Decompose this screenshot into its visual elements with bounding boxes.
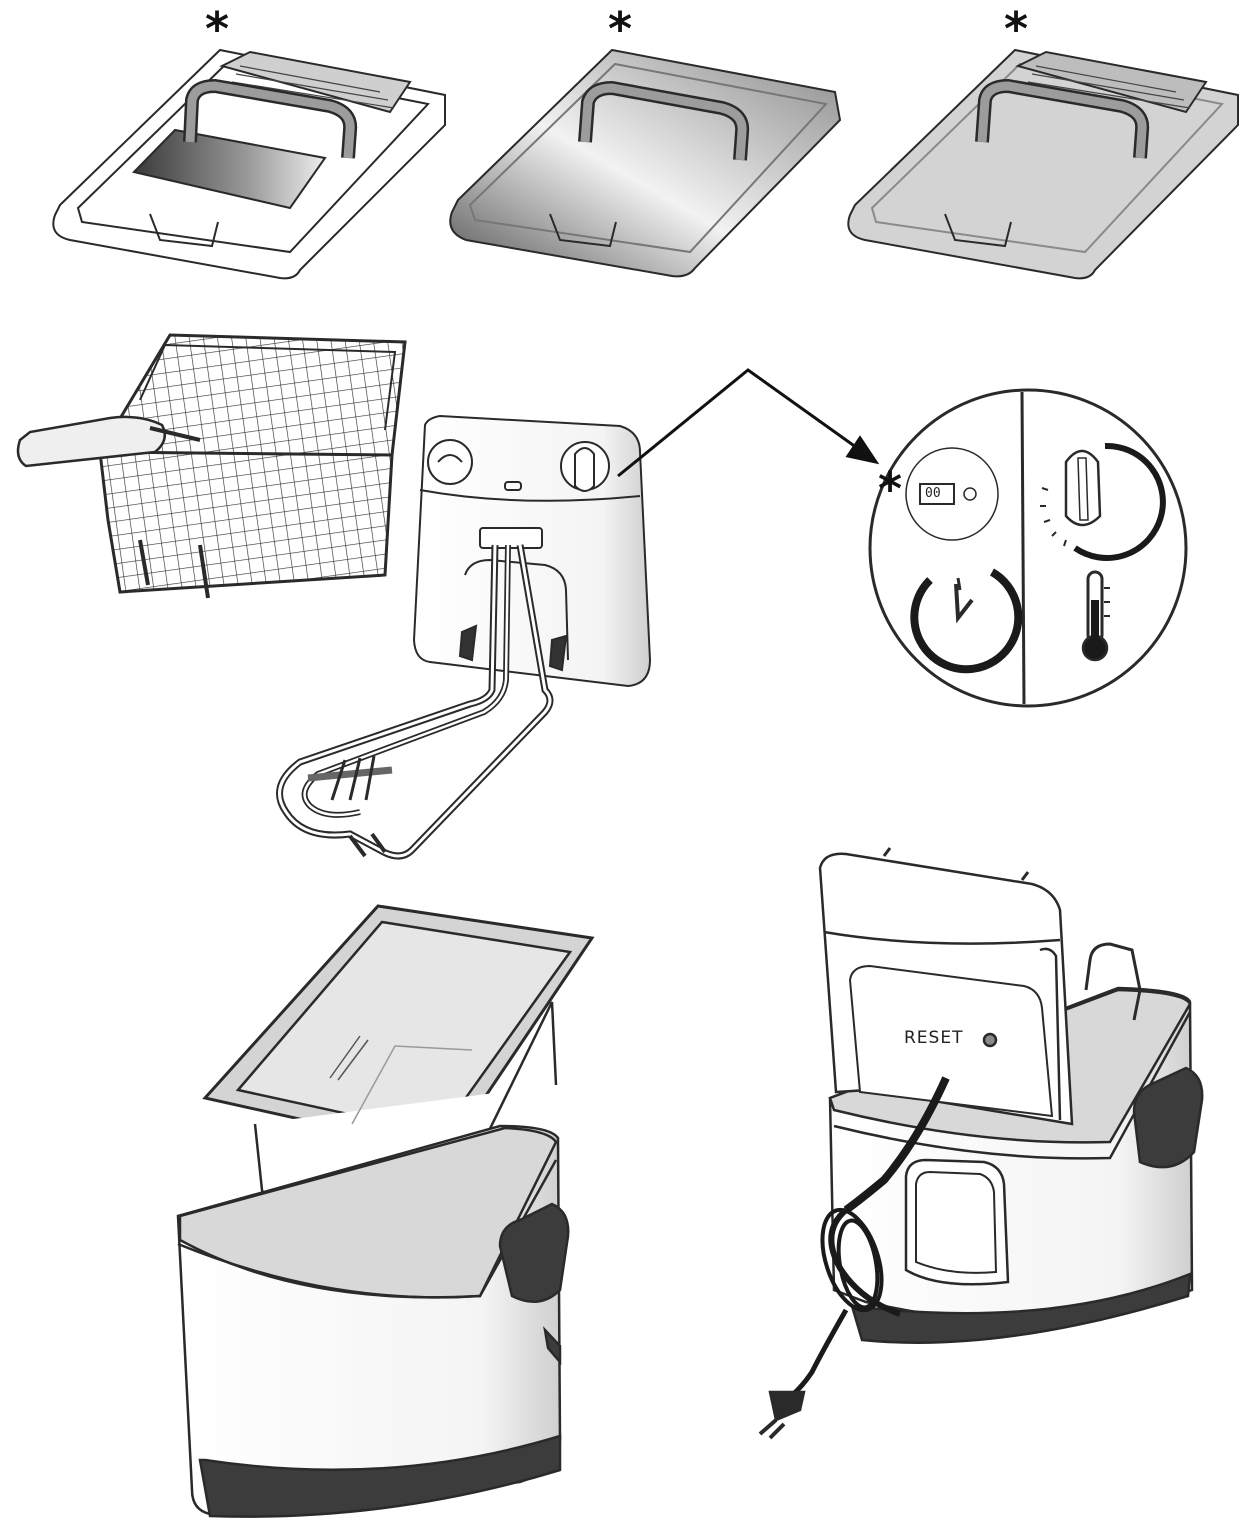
frying-basket	[18, 335, 405, 598]
removable-bowl	[205, 906, 592, 1228]
fryer-body	[178, 1126, 568, 1517]
control-unit	[280, 416, 650, 856]
thermostat-dial	[1040, 446, 1163, 558]
optional-marker-lid-window: *	[205, 2, 230, 56]
optional-marker-timer: *	[878, 462, 903, 516]
optional-marker-lid-filter: *	[1004, 2, 1029, 56]
power-cord	[760, 1078, 946, 1438]
callout-arrow	[618, 370, 876, 476]
thermometer-icon	[1083, 572, 1110, 660]
optional-marker-lid-solid: *	[608, 2, 633, 56]
control-panel-detail	[870, 390, 1186, 706]
reset-label: RESET	[904, 1028, 964, 1048]
lid-solid	[450, 50, 840, 276]
timer-display-digits: 00	[925, 486, 941, 501]
assembled-fryer-rear	[760, 848, 1202, 1438]
reset-button	[984, 1034, 996, 1046]
timer-display	[906, 448, 998, 540]
timer-icon	[914, 572, 1018, 669]
lid-with-filter	[848, 50, 1238, 278]
lid-with-window	[53, 50, 445, 278]
